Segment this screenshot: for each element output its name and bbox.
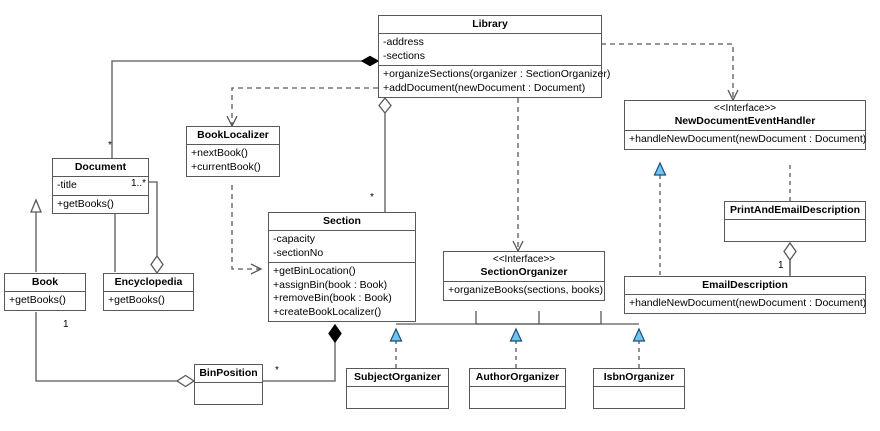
class-bin-position-name: BinPosition: [195, 365, 262, 383]
class-bin-position[interactable]: BinPosition: [194, 364, 263, 405]
operation: +getBooks(): [108, 294, 165, 306]
class-library[interactable]: Library -address -sections +organizeSect…: [378, 15, 611, 98]
class-author-organizer[interactable]: AuthorOrganizer: [469, 368, 566, 409]
operation: +handleNewDocument(newDocument : Documen…: [629, 297, 867, 309]
class-print-and-email-description-name: PrintAndEmailDescription: [725, 202, 865, 220]
class-document-operations: +getBooks(): [53, 194, 148, 214]
operation: +getBinLocation(): [273, 265, 356, 277]
class-section-attributes: -capacity -sectionNo: [269, 231, 415, 262]
class-book-operations: +getBooks(): [5, 292, 85, 310]
operation: +handleNewDocument(newDocument : Documen…: [629, 133, 867, 145]
class-encyclopedia-name: Encyclopedia: [104, 274, 193, 292]
class-subject-organizer-name: SubjectOrganizer: [347, 369, 448, 387]
operation: +getBooks(): [57, 197, 114, 210]
class-book-localizer[interactable]: BookLocalizer +nextBook() +currentBook(): [186, 126, 280, 177]
class-email-description-operations: +handleNewDocument(newDocument : Documen…: [625, 295, 867, 313]
class-document[interactable]: Document -title +getBooks(): [52, 158, 149, 214]
class-book-localizer-name: BookLocalizer: [187, 127, 279, 145]
class-section[interactable]: Section -capacity -sectionNo +getBinLoca…: [268, 212, 416, 322]
class-section-operations: +getBinLocation() +assignBin(book : Book…: [269, 262, 415, 321]
class-document-name: Document: [53, 159, 148, 177]
class-library-operations: +organizeSections(organizer : SectionOrg…: [379, 65, 611, 97]
class-document-attributes: -title: [53, 177, 148, 195]
class-section-name: Section: [269, 213, 415, 231]
attribute: -capacity: [273, 233, 316, 245]
stereotype-label: <<Interface>>: [713, 103, 777, 114]
interface-name: NewDocumentEventHandler: [674, 115, 816, 127]
operation: +nextBook(): [191, 147, 248, 159]
class-isbn-organizer[interactable]: IsbnOrganizer: [593, 368, 685, 409]
class-subject-organizer-body: [347, 387, 448, 408]
interface-new-document-event-handler[interactable]: <<Interface>> NewDocumentEventHandler +h…: [624, 100, 866, 150]
operation: +assignBin(book : Book): [273, 278, 388, 291]
class-print-and-email-description-body: [725, 220, 865, 241]
interface-new-document-event-handler-name: <<Interface>> NewDocumentEventHandler: [625, 101, 865, 131]
class-isbn-organizer-body: [594, 387, 684, 408]
class-library-name: Library: [379, 16, 601, 34]
class-subject-organizer[interactable]: SubjectOrganizer: [346, 368, 449, 409]
operation: +createBookLocalizer(): [273, 305, 382, 318]
multiplicity-library-document: *: [108, 140, 112, 151]
class-encyclopedia-operations: +getBooks(): [104, 292, 193, 310]
class-library-attributes: -address -sections: [379, 34, 601, 65]
class-author-organizer-name: AuthorOrganizer: [470, 369, 565, 387]
attribute: -sectionNo: [273, 246, 324, 259]
class-email-description-name: EmailDescription: [625, 277, 865, 295]
attribute: -address: [383, 36, 424, 48]
attribute: -sections: [383, 49, 426, 62]
stereotype-label: <<Interface>>: [492, 254, 556, 265]
class-encyclopedia[interactable]: Encyclopedia +getBooks(): [103, 273, 194, 311]
class-book[interactable]: Book +getBooks(): [4, 273, 86, 311]
class-author-organizer-body: [470, 387, 565, 408]
interface-name: SectionOrganizer: [480, 266, 568, 278]
operation: +organizeSections(organizer : SectionOrg…: [383, 68, 611, 80]
interface-new-document-event-handler-operations: +handleNewDocument(newDocument : Documen…: [625, 131, 867, 149]
operation: +currentBook(): [191, 160, 261, 173]
multiplicity-library-section: *: [370, 192, 374, 203]
class-bin-position-body: [195, 383, 262, 404]
class-book-name: Book: [5, 274, 85, 292]
class-book-localizer-operations: +nextBook() +currentBook(): [187, 145, 279, 176]
attribute: -title: [57, 179, 77, 191]
class-isbn-organizer-name: IsbnOrganizer: [594, 369, 684, 387]
operation: +getBooks(): [9, 294, 66, 306]
class-email-description[interactable]: EmailDescription +handleNewDocument(newD…: [624, 276, 866, 314]
operation: +addDocument(newDocument : Document): [383, 81, 586, 94]
multiplicity-book-binposition: 1: [63, 319, 69, 330]
interface-section-organizer[interactable]: <<Interface>> SectionOrganizer +organize…: [443, 251, 605, 301]
multiplicity-document-sub: 1..*: [131, 178, 147, 189]
operation: +removeBin(book : Book): [273, 292, 392, 304]
multiplicity-printandemail-email: 1: [778, 260, 784, 271]
multiplicity-binposition-section: *: [275, 365, 279, 376]
operation: +organizeBooks(sections, books): [448, 284, 603, 296]
interface-section-organizer-operations: +organizeBooks(sections, books): [444, 282, 604, 300]
interface-section-organizer-name: <<Interface>> SectionOrganizer: [444, 252, 604, 282]
class-print-and-email-description[interactable]: PrintAndEmailDescription: [724, 201, 866, 242]
